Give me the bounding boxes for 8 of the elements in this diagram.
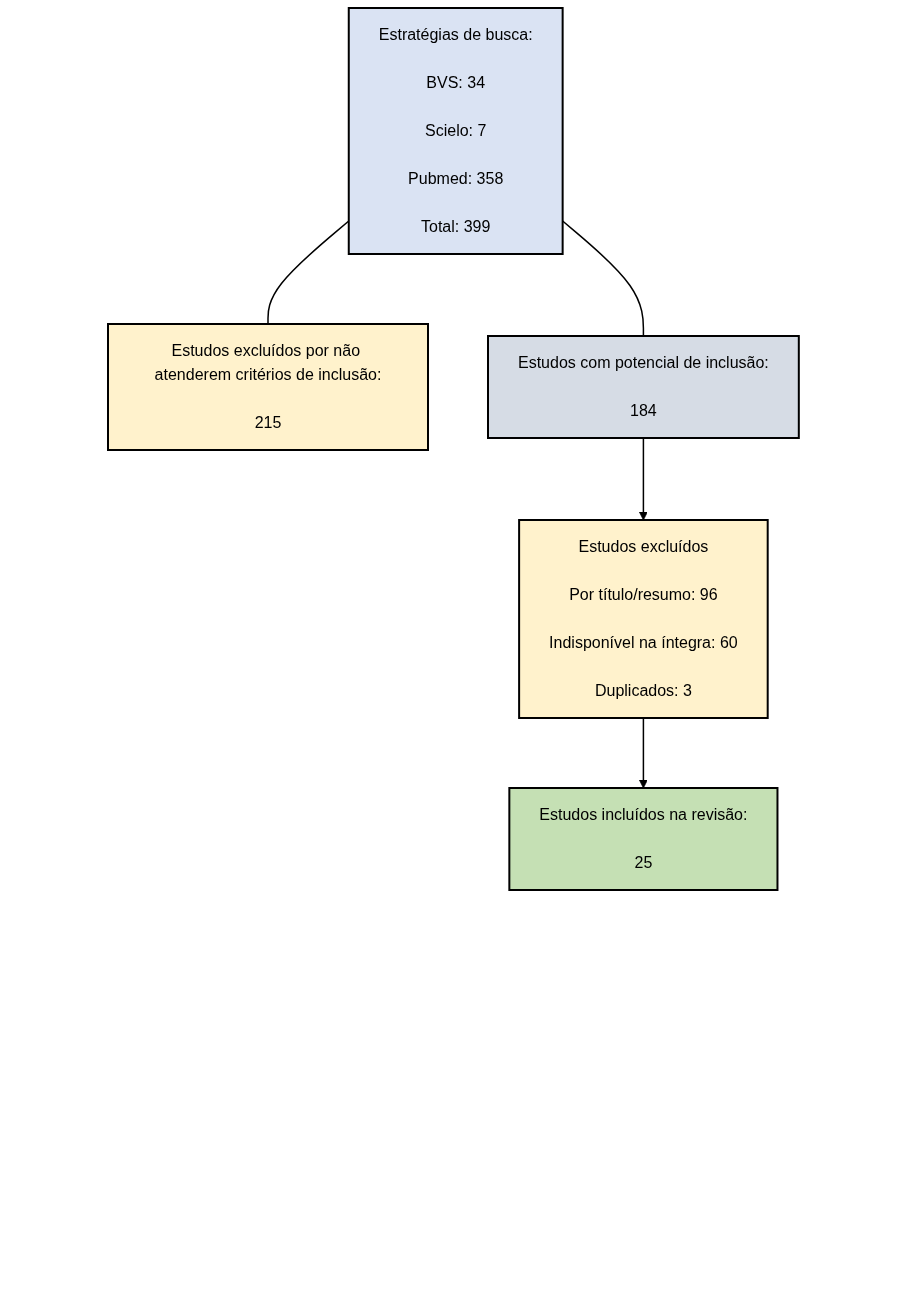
node-box: Estudos excluídos Por título/resumo: 96 Indisponível na íntegra: 60 Duplicados: 3 — [518, 519, 769, 719]
node-box: Estratégias de busca: BVS: 34 Scielo: 7 Pubmed: 358 Total: 399 — [347, 7, 564, 255]
node-box: Estudos incluídos na revisão: 25 — [508, 787, 779, 891]
arrow — [639, 717, 648, 789]
connector — [562, 220, 645, 337]
node-box: Estudos excluídos por não atenderem critérios de inclusão: 215 — [107, 323, 430, 451]
arrow — [639, 437, 648, 521]
node-box: Estudos com potencial de inclusão: 184 — [487, 335, 800, 439]
